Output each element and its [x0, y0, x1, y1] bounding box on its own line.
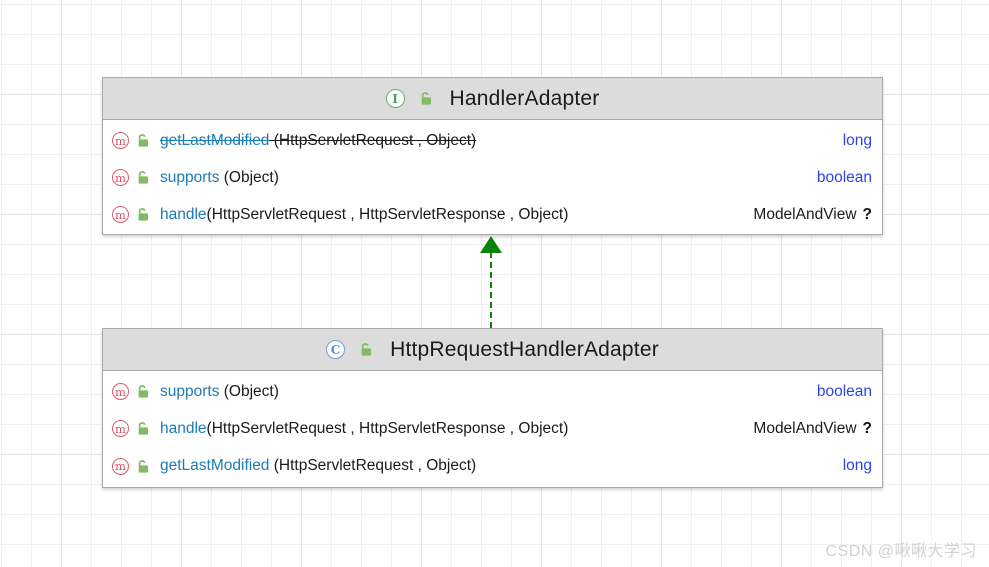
public-lock-icon: [421, 92, 431, 105]
method-name: supports: [160, 168, 220, 186]
method-params: (HttpServletRequest , HttpServletRespons…: [206, 205, 569, 223]
method-params: (Object): [219, 168, 279, 186]
node-title: HttpRequestHandlerAdapter: [390, 337, 659, 361]
method-icon: m: [112, 132, 129, 149]
method-icon: m: [112, 206, 129, 223]
public-lock-icon: [138, 459, 148, 473]
method-name: supports: [160, 382, 220, 400]
method-params: (HttpServletRequest , HttpServletRespons…: [206, 419, 569, 437]
method-icon: m: [112, 383, 129, 401]
public-lock-icon: [138, 385, 148, 398]
method-list: m getLastModified (HttpServletRequest , …: [103, 120, 882, 235]
public-lock-icon: [138, 134, 148, 147]
class-icon: C: [326, 340, 346, 359]
method-name: getLastModified: [160, 131, 270, 149]
public-lock-icon: [361, 343, 372, 356]
method-name: handle: [160, 205, 207, 223]
inheritance-edge-line: [490, 252, 492, 328]
method-row-getlastmodified[interactable]: m getLastModified (HttpServletRequest , …: [103, 448, 882, 485]
method-row-handle[interactable]: m handle (HttpServletRequest , HttpServl…: [103, 410, 882, 447]
uml-node-http-request-handler-adapter[interactable]: C HttpRequestHandlerAdapter m supports (…: [102, 328, 883, 488]
public-lock-icon: [138, 171, 148, 184]
watermark: CSDN @啾啾大学习: [825, 543, 977, 560]
method-row-getlastmodified-deprecated[interactable]: m getLastModified (HttpServletRequest , …: [103, 122, 882, 159]
node-header-http-request-handler-adapter[interactable]: C HttpRequestHandlerAdapter: [103, 329, 882, 371]
node-title: HandlerAdapter: [449, 86, 600, 110]
method-return-type: long: [842, 131, 872, 149]
interface-icon: I: [385, 89, 405, 108]
method-params: (HttpServletRequest , Object): [269, 131, 477, 149]
method-row-supports[interactable]: m supports (Object) boolean: [103, 159, 882, 196]
method-return-type: ModelAndView: [753, 419, 857, 437]
method-icon: m: [112, 457, 129, 475]
method-params: (Object): [219, 382, 279, 400]
method-icon: m: [112, 169, 129, 186]
inheritance-arrowhead: [480, 236, 502, 253]
method-params: (HttpServletRequest , Object): [269, 457, 477, 475]
method-return-type: boolean: [816, 168, 872, 186]
method-row-supports[interactable]: m supports (Object) boolean: [103, 373, 882, 410]
public-lock-icon: [138, 422, 148, 436]
method-name: getLastModified: [160, 457, 270, 475]
method-name: handle: [160, 419, 207, 437]
method-return-type: long: [842, 457, 872, 475]
method-return-type: ModelAndView: [753, 205, 857, 223]
method-return-type: boolean: [816, 382, 872, 400]
method-list: m supports (Object) boolean m handle (Ht…: [103, 371, 882, 487]
nullable-mark: ?: [862, 205, 872, 223]
public-lock-icon: [138, 208, 148, 221]
method-row-handle[interactable]: m handle (HttpServletRequest , HttpServl…: [103, 196, 882, 233]
uml-node-handler-adapter[interactable]: I HandlerAdapter m getLastModified (Http…: [102, 77, 883, 235]
method-icon: m: [112, 420, 129, 438]
node-header-handler-adapter[interactable]: I HandlerAdapter: [103, 78, 882, 120]
nullable-mark: ?: [862, 419, 872, 437]
